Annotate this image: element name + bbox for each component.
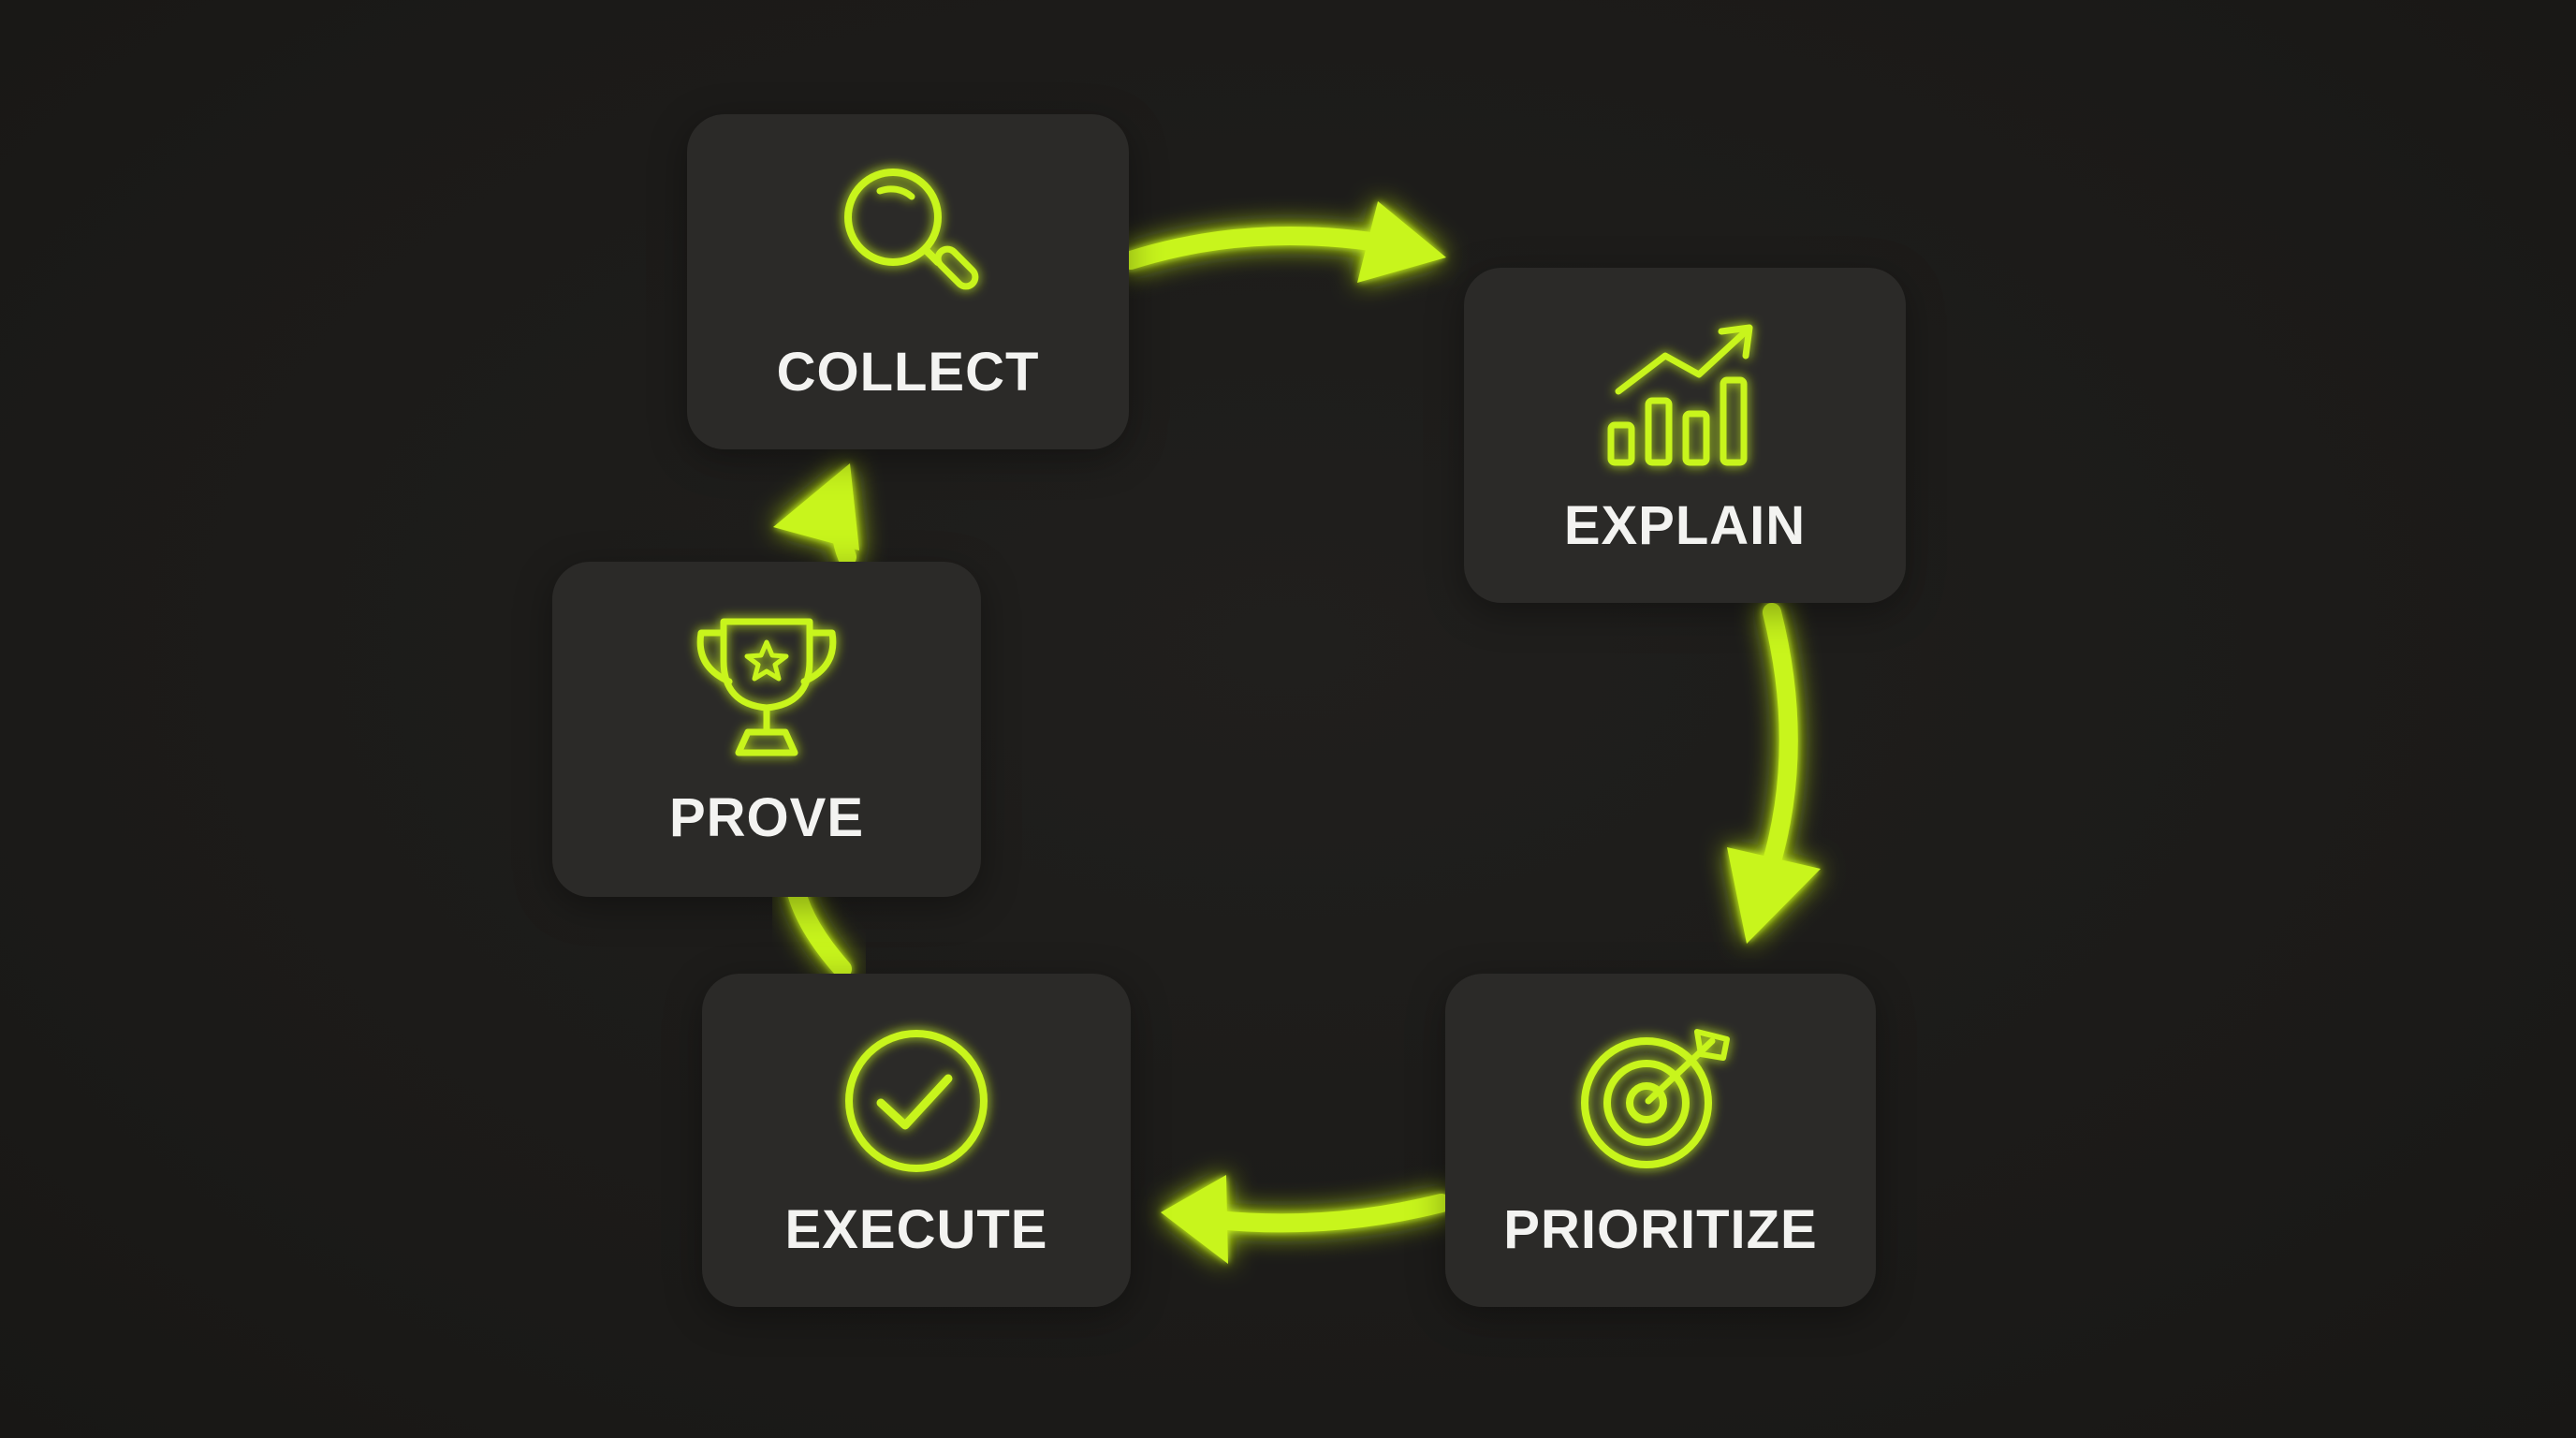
step-card-prioritize: PRIORITIZE <box>1445 974 1876 1307</box>
target-icon <box>1581 1026 1740 1176</box>
step-card-execute: EXECUTE <box>702 974 1131 1307</box>
arrow-execute-to-prove <box>786 880 852 978</box>
step-label-collect: COLLECT <box>776 342 1040 403</box>
arrow-collect-to-explain <box>1121 201 1446 283</box>
arrow-prove-to-collect <box>773 463 859 566</box>
step-card-prove: PROVE <box>552 562 981 897</box>
step-card-explain: EXPLAIN <box>1464 268 1906 603</box>
step-label-prove: PROVE <box>668 787 865 848</box>
step-label-execute: EXECUTE <box>784 1199 1048 1260</box>
magnifying-glass-icon <box>833 165 983 315</box>
step-card-collect: COLLECT <box>687 114 1129 449</box>
trophy-icon <box>692 614 842 764</box>
arrow-explain-to-prioritize <box>1727 603 1821 944</box>
arrow-prioritize-to-execute <box>1161 1175 1451 1264</box>
check-circle-icon <box>842 1026 991 1176</box>
step-label-explain: EXPLAIN <box>1563 495 1807 556</box>
step-label-prioritize: PRIORITIZE <box>1503 1199 1818 1260</box>
growth-chart-icon <box>1605 320 1764 470</box>
